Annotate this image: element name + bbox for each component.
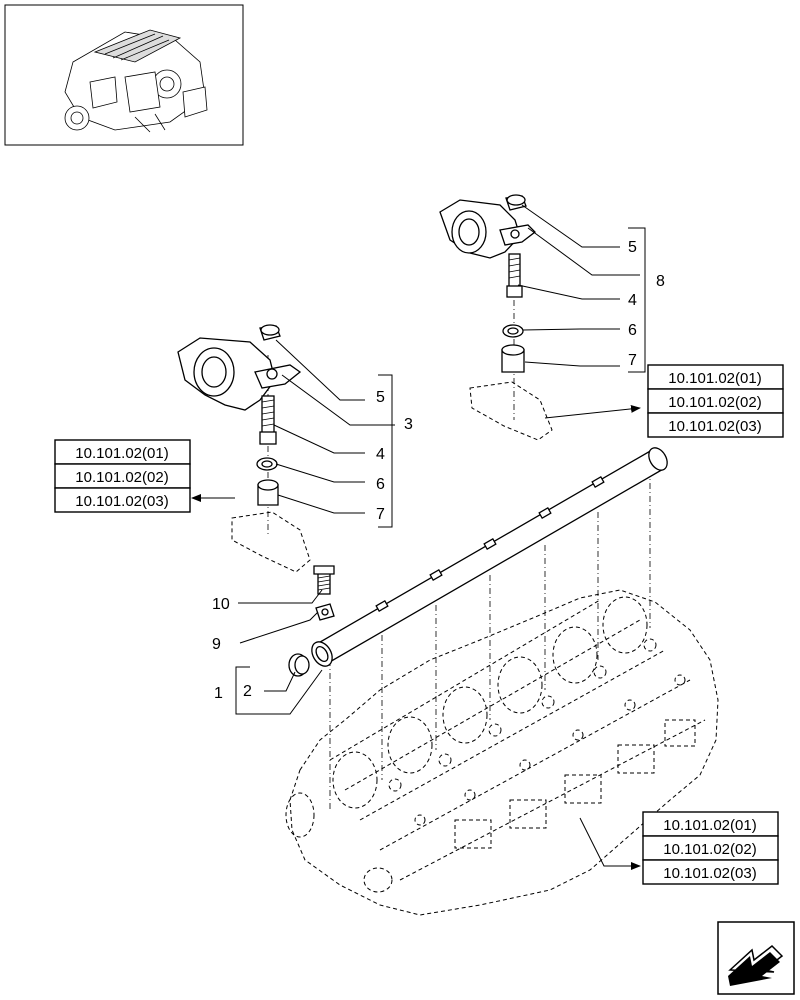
reference-arrows [191,404,641,870]
ref-link-left-01[interactable]: 10.101.02(01) [54,439,191,465]
svg-text:10.101.02(01): 10.101.02(01) [668,370,761,387]
lower-adjust-screw [259,395,277,445]
head-bolt-holes [388,638,686,826]
next-page-arrow-icon[interactable] [717,921,795,995]
retaining-screw [313,565,335,595]
retaining-bracket [315,603,335,621]
lower-adjust-nut [259,324,281,341]
svg-text:10.101.02(01): 10.101.02(01) [663,817,756,834]
cylinder-head-outline [285,589,719,916]
cylinder-ports [285,596,648,893]
reference-group-upper-right: 10.101.02(01) 10.101.02(02) 10.101.02(03… [647,364,784,438]
ref-link-left-03[interactable]: 10.101.02(03) [54,487,191,513]
callout-2: 2 [243,683,252,700]
callout-1: 1 [214,685,223,702]
upper-valve-bridge-ghost [469,381,553,441]
svg-text:10.101.02(03): 10.101.02(03) [75,493,168,510]
upper-washer [502,324,524,338]
lower-pad [257,479,279,506]
shaft-callouts: 10 9 1 2 [212,596,252,702]
callout-9: 9 [212,636,221,653]
ref-link-upper-right-03[interactable]: 10.101.02(03) [647,412,784,438]
callout-5-upper: 5 [628,239,637,256]
callout-4-upper: 4 [628,292,637,309]
svg-text:10.101.02(03): 10.101.02(03) [668,418,761,435]
ref-link-upper-right-02[interactable]: 10.101.02(02) [647,388,784,414]
ref-link-bottom-right-01[interactable]: 10.101.02(01) [642,811,779,837]
svg-text:10.101.02(03): 10.101.02(03) [663,865,756,882]
assembly-axis-lines [267,300,651,810]
svg-text:10.101.02(02): 10.101.02(02) [75,469,168,486]
svg-text:10.101.02(01): 10.101.02(01) [75,445,168,462]
callout-7-upper: 7 [628,352,637,369]
callout-8: 8 [656,273,665,290]
upper-leaders [517,204,646,373]
callout-3: 3 [404,416,413,433]
shaft-leaders [235,589,323,715]
upper-pad [501,344,525,373]
callout-6-upper: 6 [628,322,637,339]
callout-4-lower: 4 [376,446,385,463]
upper-adjust-nut [505,194,527,211]
lower-leaders [273,339,395,528]
svg-text:10.101.02(02): 10.101.02(02) [668,394,761,411]
ref-link-left-02[interactable]: 10.101.02(02) [54,463,191,489]
callout-5-lower: 5 [376,389,385,406]
callout-6-lower: 6 [376,476,385,493]
upper-callouts: 5 8 4 6 7 [628,239,665,369]
head-side-windows [454,719,696,849]
shaft-end-plug [288,653,310,677]
svg-text:10.101.02(02): 10.101.02(02) [663,841,756,858]
engine-thumbnail-icon[interactable] [4,4,244,146]
ref-link-bottom-right-03[interactable]: 10.101.02(03) [642,859,779,885]
lower-rocker-arm [177,337,302,411]
lower-valve-bridge-ghost [231,511,311,573]
shaft-oil-holes [375,476,605,612]
lower-callouts: 5 3 4 6 7 [376,389,413,523]
callout-7-lower: 7 [376,506,385,523]
rocker-shaft [311,447,668,667]
reference-group-bottom-right: 10.101.02(01) 10.101.02(02) 10.101.02(03… [642,811,779,885]
upper-rocker-arm [439,199,536,259]
ref-link-bottom-right-02[interactable]: 10.101.02(02) [642,835,779,861]
lower-washer [256,457,278,471]
ref-link-upper-right-01[interactable]: 10.101.02(01) [647,364,784,390]
reference-group-left: 10.101.02(01) 10.101.02(02) 10.101.02(03… [54,439,191,513]
callout-10: 10 [212,596,230,613]
upper-adjust-screw [506,253,523,298]
